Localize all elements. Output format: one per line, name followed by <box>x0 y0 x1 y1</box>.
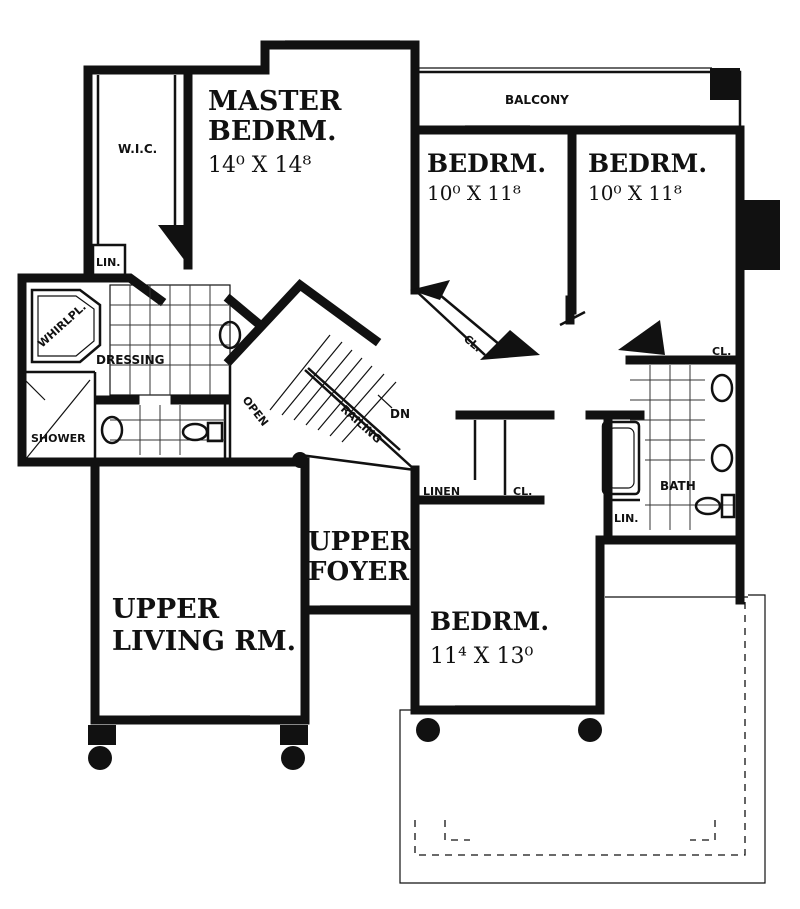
linen-bath-label: LIN. <box>614 512 639 525</box>
shower-label: SHOWER <box>31 432 86 445</box>
whirlpool-label: WHIRLPL. <box>35 300 88 350</box>
balcony: BALCONY <box>416 67 742 130</box>
closet-bed3-label: CL. <box>712 345 731 358</box>
bedroom-4-dims: 11⁴ X 13⁰ <box>430 644 533 669</box>
bedroom-4-label: BEDRM. <box>430 607 549 636</box>
open-label: OPEN <box>240 394 271 429</box>
tile-floor-bath <box>630 365 735 530</box>
master-bedroom-dims: 14⁰ X 14⁸ <box>208 153 311 178</box>
linen-master-label: LIN. <box>96 256 121 269</box>
down-label: DN <box>390 407 410 421</box>
linen-hall-label: LINEN <box>423 485 460 498</box>
fixtures <box>24 288 736 519</box>
upper-foyer-label-1: UPPER <box>308 527 412 557</box>
closet-doors <box>158 225 665 360</box>
bedroom-3-dims: 10⁰ X 11⁸ <box>588 181 682 205</box>
wic-label: W.I.C. <box>118 142 157 156</box>
upper-living-room-label-2: LIVING RM. <box>112 626 296 657</box>
columns <box>88 452 602 770</box>
bedroom-3-label: BEDRM. <box>588 149 707 178</box>
tile-floor-dressing <box>109 284 231 455</box>
room-labels: MASTER BEDRM. 14⁰ X 14⁸ BEDRM. 10⁰ X 11⁸… <box>112 86 707 669</box>
balcony-label: BALCONY <box>505 93 569 107</box>
walls <box>17 40 780 725</box>
windows <box>150 40 700 717</box>
closet-hall-label: CL. <box>513 485 532 498</box>
master-bedroom-label-1: MASTER <box>208 86 342 117</box>
bedroom-2-dims: 10⁰ X 11⁸ <box>427 181 521 205</box>
dressing-label: DRESSING <box>96 353 165 367</box>
upper-living-room-label-1: UPPER <box>112 594 220 625</box>
upper-foyer-label-2: FOYER <box>308 557 409 587</box>
front-porch <box>399 594 766 884</box>
master-bedroom-label-2: BEDRM. <box>208 116 337 147</box>
bath-label: BATH <box>660 479 696 493</box>
bedroom-2-label: BEDRM. <box>427 149 546 178</box>
